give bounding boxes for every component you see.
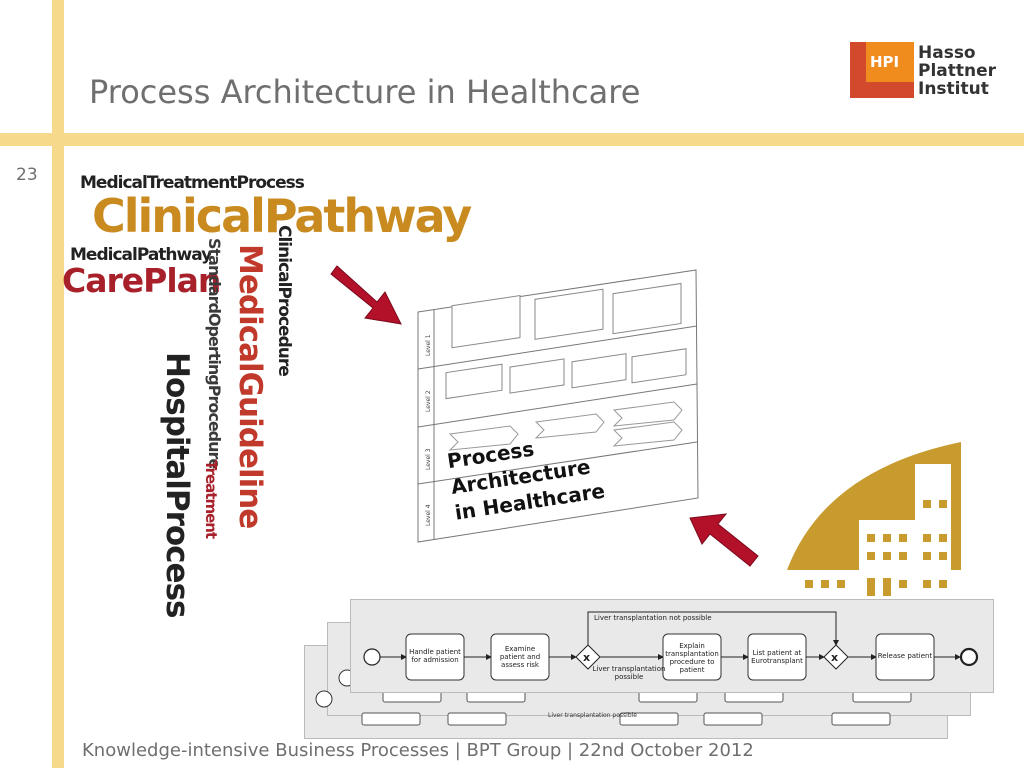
word-medical-treatment-process: MedicalTreatmentProcess xyxy=(80,173,305,193)
xor-gateway-split-icon xyxy=(575,644,601,670)
logo-line-1: Hasso xyxy=(918,43,976,63)
end-event-icon xyxy=(959,647,979,667)
task-1-label: Handle patient for admission xyxy=(409,648,461,664)
level-4-label: Level 4 xyxy=(425,504,432,526)
word-standard-operting-procedure: StandardOpertingProcedure xyxy=(205,238,224,469)
word-treatment: Treatment xyxy=(202,460,220,539)
logo-line-3: Institut xyxy=(918,79,989,99)
word-clinical-procedure: ClinicalProcedure xyxy=(274,225,294,376)
word-clinical-pathway: ClinicalPathway xyxy=(92,189,472,243)
slide-title: Process Architecture in Healthcare xyxy=(89,73,641,111)
xor-gateway-join-icon xyxy=(823,644,849,670)
word-hospital-process: HospitalProcess xyxy=(159,352,195,618)
hpi-logo-mark: HPI xyxy=(850,42,914,98)
word-care-plan: CarePlan xyxy=(62,261,221,300)
task-5-label: Release patient xyxy=(877,652,933,660)
hpi-logo-text: Hasso Plattner Institut xyxy=(918,44,996,98)
back-flow-label: Liver transplantation possible xyxy=(548,712,637,719)
level-3-label: Level 3 xyxy=(425,448,432,470)
word-medical-guideline: MedicalGuideline xyxy=(232,244,268,529)
task-3-label: Explain transplantation procedure to pat… xyxy=(665,642,719,674)
accent-bar-vertical xyxy=(52,0,64,768)
accent-bar-horizontal xyxy=(0,133,1024,146)
hospital-building-icon xyxy=(787,442,987,602)
arrow-down-right-icon xyxy=(330,265,402,325)
process-model-diagram: x Liver transplantation not possible x xyxy=(363,611,979,681)
svg-text:x: x xyxy=(831,651,838,664)
arrow-up-left-icon xyxy=(689,513,759,567)
task-2-label: Examine patient and assess risk xyxy=(499,645,541,669)
word-medical-pathway: MedicalPathway xyxy=(70,245,212,265)
start-event-icon xyxy=(363,648,381,666)
level-2-label: Level 2 xyxy=(425,390,432,412)
flow-label-possible: Liver transplantation possible xyxy=(592,665,666,681)
page-number: 23 xyxy=(16,165,38,185)
slide-footer: Knowledge-intensive Business Processes |… xyxy=(82,740,754,761)
top-flow-label: Liver transplantation not possible xyxy=(594,614,712,622)
level-1-label: Level 1 xyxy=(425,334,432,356)
logo-line-2: Plattner xyxy=(918,61,997,81)
process-architecture-diagram: Level 1 Level 2 Level 3 Level 4 Process … xyxy=(417,269,699,543)
task-4-label: List patient at Eurotransplant xyxy=(751,649,803,665)
hpi-logo: HPI xyxy=(850,42,914,98)
hpi-logo-abbr: HPI xyxy=(870,53,899,71)
svg-text:x: x xyxy=(583,651,590,664)
process-sheet-back-2-content: Liver transplantation possible xyxy=(315,690,891,726)
